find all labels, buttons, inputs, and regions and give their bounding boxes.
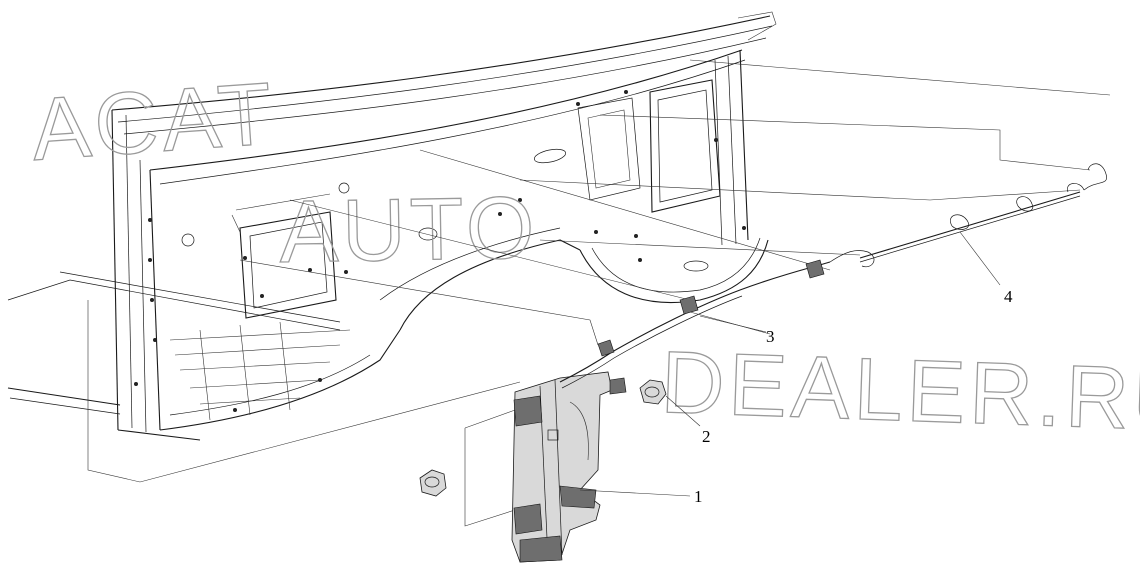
watermark: ACAT AUTO DEALER.RU [28,63,1140,451]
callout-4: 4 [1004,287,1013,306]
leader-lines [87,59,1111,527]
watermark-line2: AUTO [279,177,540,281]
watermark-line3: DEALER.RU [659,332,1140,450]
rod-part [859,163,1108,286]
callout-leader-3 [699,315,767,333]
bracket-part [511,371,627,563]
cable-part [559,250,875,389]
callout-leader-1 [579,489,691,497]
callout-1: 1 [694,487,703,506]
callout-2: 2 [702,427,711,446]
nut-part-right [639,379,701,427]
callout-3: 3 [766,327,775,346]
watermark-line1: ACAT [28,63,278,179]
cab-frame [7,11,777,441]
nut-part-left [419,469,447,497]
